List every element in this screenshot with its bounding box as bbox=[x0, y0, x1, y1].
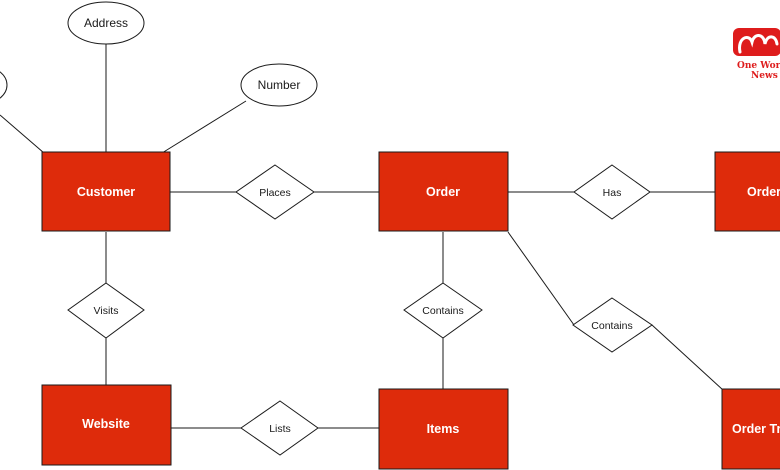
attribute-offscreen bbox=[0, 71, 8, 99]
entity-customer: Customer bbox=[41, 151, 171, 232]
relationship-contains-items: Contains bbox=[403, 282, 483, 339]
entity-order-tracking-label: Order Tra bbox=[732, 422, 780, 436]
relationship-visits: Visits bbox=[67, 282, 145, 339]
logo-line1: One World bbox=[737, 61, 780, 71]
entity-order: Order bbox=[378, 151, 509, 232]
relationship-has: Has bbox=[573, 164, 651, 220]
entity-order-tracking: Order Tra bbox=[721, 388, 780, 470]
attribute-number: Number bbox=[240, 63, 318, 107]
entity-order-right: Order bbox=[714, 151, 780, 232]
entity-items: Items bbox=[378, 388, 509, 470]
relationship-lists: Lists bbox=[240, 400, 319, 456]
edges bbox=[0, 44, 724, 429]
attribute-address-label: Address bbox=[84, 16, 128, 30]
relationship-visits-label: Visits bbox=[94, 305, 119, 317]
logo-mark-icon bbox=[738, 34, 779, 54]
relationship-places-label: Places bbox=[259, 187, 291, 199]
relationship-contains-tracking-label: Contains bbox=[591, 320, 632, 332]
relationship-places: Places bbox=[235, 164, 315, 220]
logo-line2: News bbox=[751, 71, 778, 81]
edge-customer-number bbox=[161, 100, 247, 154]
entity-website-label: Website bbox=[82, 417, 130, 431]
entity-customer-label: Customer bbox=[77, 185, 135, 199]
entity-order-label: Order bbox=[426, 185, 460, 199]
attribute-address: Address bbox=[67, 1, 145, 45]
attribute-number-label: Number bbox=[258, 78, 301, 92]
relationship-has-label: Has bbox=[603, 187, 622, 199]
relationship-contains-items-label: Contains bbox=[422, 305, 463, 317]
entity-order-right-label: Order bbox=[747, 185, 780, 199]
edge-customer-offscreen-attr bbox=[0, 114, 45, 154]
one-world-news-logo: One World News bbox=[733, 28, 780, 81]
entity-website: Website bbox=[41, 384, 172, 466]
relationship-contains-tracking: Contains bbox=[572, 297, 653, 353]
logo-badge-icon bbox=[733, 28, 780, 56]
edge-order-contains-tracking bbox=[507, 231, 575, 326]
entity-items-label: Items bbox=[427, 422, 460, 436]
edge-contains-order-tracking bbox=[651, 324, 724, 391]
relationship-lists-label: Lists bbox=[269, 423, 291, 435]
